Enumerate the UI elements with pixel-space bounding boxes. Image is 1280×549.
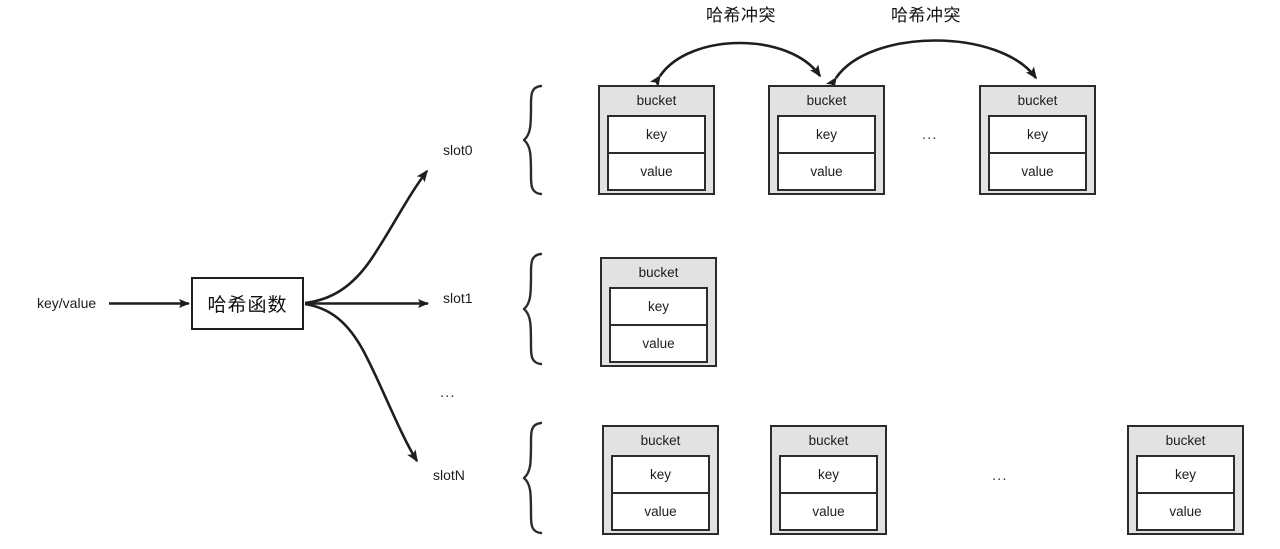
bucket-value-cell: value	[781, 492, 876, 529]
bucket-value-cell: value	[990, 152, 1085, 189]
bucket-title: bucket	[636, 93, 677, 108]
bucket-slotN-1: bucket key value	[770, 425, 887, 535]
bucket-title: bucket	[808, 433, 849, 448]
bucket-inner: key value	[611, 455, 710, 531]
bucket-key-cell: key	[609, 117, 704, 152]
brace-slot0	[522, 84, 543, 196]
bucket-key-cell: key	[990, 117, 1085, 152]
bucket-value-cell: value	[613, 492, 708, 529]
bucket-value-cell: value	[611, 324, 706, 361]
bucket-title: bucket	[1017, 93, 1058, 108]
bucket-title: bucket	[806, 93, 847, 108]
bucket-title: bucket	[1165, 433, 1206, 448]
bucket-inner: key value	[777, 115, 876, 191]
bucket-inner: key value	[988, 115, 1087, 191]
bucket-title: bucket	[640, 433, 681, 448]
bucket-slotN-0: bucket key value	[602, 425, 719, 535]
bucket-inner: key value	[609, 287, 708, 363]
collision-label-1: 哈希冲突	[706, 6, 776, 26]
bucket-title: bucket	[638, 265, 679, 280]
bucket-slotN-2: bucket key value	[1127, 425, 1244, 535]
bucket-key-cell: key	[1138, 457, 1233, 492]
collision-arc-2	[825, 39, 1038, 90]
bucket-inner: key value	[779, 455, 878, 531]
brace-slot1	[522, 252, 543, 366]
bucket-key-cell: key	[611, 289, 706, 324]
collision-label-2: 哈希冲突	[891, 6, 961, 26]
slot-gap-ellipsis: ...	[440, 384, 456, 401]
bucket-value-cell: value	[609, 152, 704, 189]
bucket-value-cell: value	[1138, 492, 1233, 529]
bucket-inner: key value	[607, 115, 706, 191]
bucket-value-cell: value	[779, 152, 874, 189]
arrow-to-slotN	[304, 302, 419, 463]
bucket-row-ellipsis-slot0: ...	[922, 126, 938, 143]
slot-label-slot1: slot1	[443, 290, 473, 306]
bucket-key-cell: key	[779, 117, 874, 152]
slot-label-slot0: slot0	[443, 142, 473, 158]
brace-slotN	[522, 421, 543, 535]
bucket-slot0-2: bucket key value	[979, 85, 1096, 195]
bucket-slot0-0: bucket key value	[598, 85, 715, 195]
arrow-to-slot0	[304, 169, 429, 305]
hash-function-label: 哈希函数	[207, 294, 288, 316]
slot-label-slotN: slotN	[433, 467, 465, 483]
input-label: key/value	[37, 295, 97, 311]
bucket-slot1-0: bucket key value	[600, 257, 717, 367]
collision-arc-1	[649, 41, 822, 88]
bucket-inner: key value	[1136, 455, 1235, 531]
bucket-row-ellipsis-slotN: ...	[992, 467, 1008, 484]
hash-function-box: 哈希函数	[191, 277, 304, 330]
bucket-key-cell: key	[613, 457, 708, 492]
bucket-slot0-1: bucket key value	[768, 85, 885, 195]
bucket-key-cell: key	[781, 457, 876, 492]
